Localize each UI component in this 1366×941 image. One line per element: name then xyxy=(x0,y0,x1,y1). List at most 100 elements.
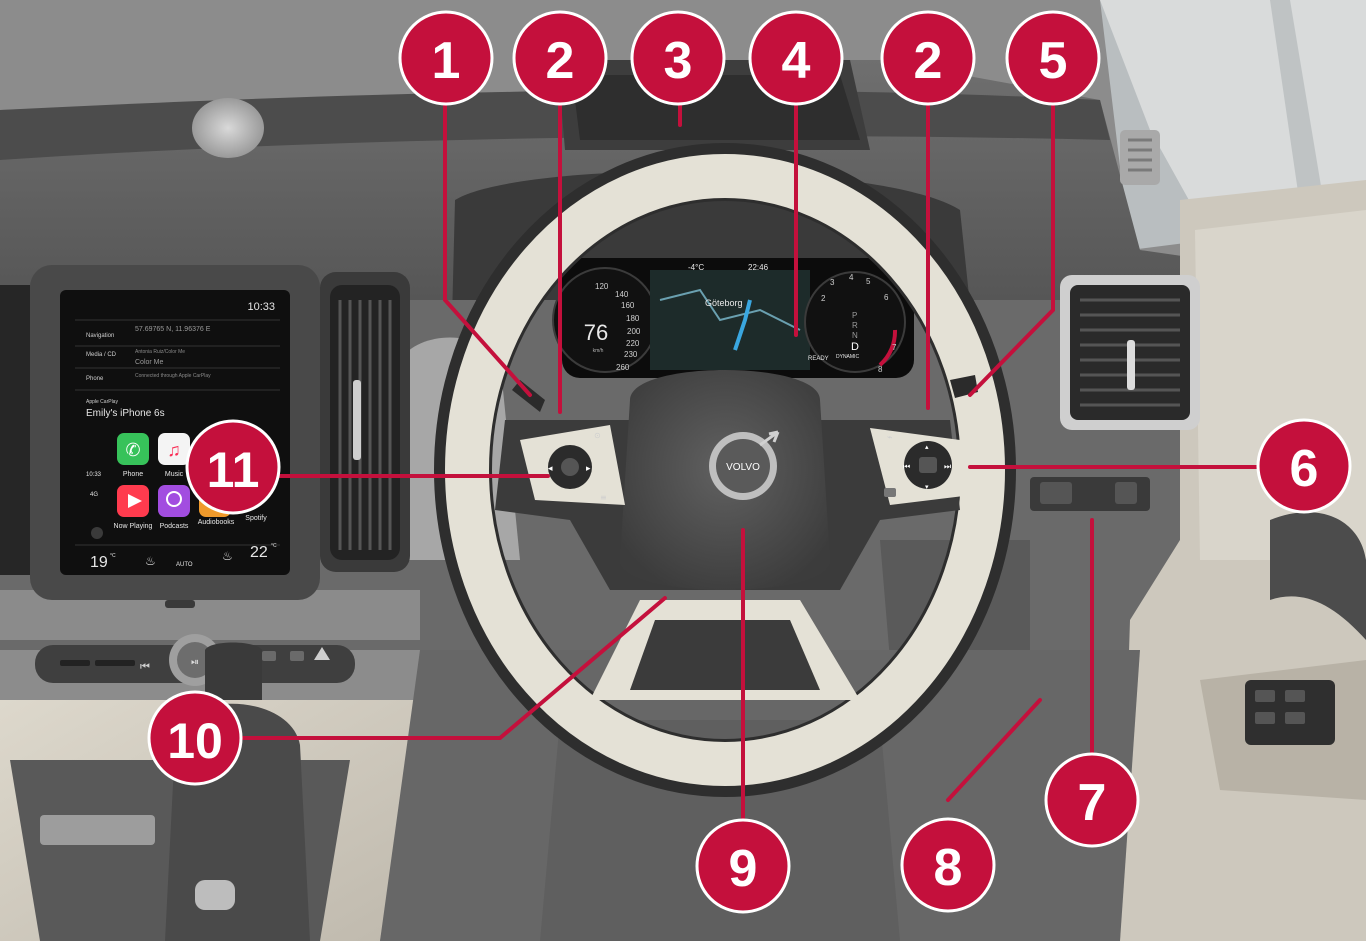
rpm-tick: 4 xyxy=(849,273,854,282)
left-arrow-icon[interactable]: ◂ xyxy=(548,464,553,474)
speed-tick: 260 xyxy=(616,363,630,372)
voice-control-icon[interactable]: ⌁ xyxy=(887,433,892,443)
eject-button[interactable] xyxy=(60,660,90,666)
rear-defrost-button[interactable] xyxy=(262,651,276,661)
speed-tick: 180 xyxy=(626,314,640,323)
leader-8 xyxy=(946,698,1042,802)
light-control-button[interactable] xyxy=(1115,482,1137,504)
app-label-spotify: Spotify xyxy=(245,515,267,522)
play-icon xyxy=(128,494,142,508)
app-label-phone: Phone xyxy=(123,471,143,478)
up-arrow-icon[interactable]: ▴ xyxy=(925,443,929,451)
carplay-label: Apple CarPlay xyxy=(86,399,118,405)
climate-mode[interactable]: AUTO xyxy=(176,562,193,568)
route-line xyxy=(733,299,752,351)
tile-media-label[interactable]: Media / CD xyxy=(86,352,117,358)
svg-text:4: 4 xyxy=(782,32,811,90)
callout-7: 7 xyxy=(1044,752,1140,848)
tile-navigation-label[interactable]: Navigation xyxy=(86,333,114,339)
outside-temperature: -4°C xyxy=(688,263,704,272)
seat-heat-right-icon[interactable]: ♨ xyxy=(222,549,233,563)
speed-readout: 76 xyxy=(584,320,608,345)
callout-3: 3 xyxy=(630,10,726,106)
tile-media-value2: Color Me xyxy=(135,359,164,366)
dash-trim xyxy=(0,590,420,640)
volvo-arrow-icon xyxy=(759,430,780,447)
temp-right[interactable]: 22 xyxy=(250,544,268,561)
left-air-vent xyxy=(320,272,410,572)
callout-9: 9 xyxy=(695,818,791,914)
play-pause-icon: ⏯ xyxy=(191,657,199,668)
app-label-music: Music xyxy=(165,471,184,478)
svg-text:9: 9 xyxy=(729,840,758,898)
window-frame xyxy=(1270,0,1330,240)
callout-8: 8 xyxy=(900,817,996,913)
window-switch[interactable] xyxy=(1255,690,1275,702)
callout-5: 5 xyxy=(1005,10,1101,106)
callout-4: 4 xyxy=(748,10,844,106)
speed-tick: 160 xyxy=(621,301,635,310)
status-network: 4G xyxy=(90,492,98,498)
callout-10: 10 xyxy=(147,690,243,786)
front-defrost-button[interactable] xyxy=(290,651,304,661)
right-steering-keypad: ⏮ ⏭ ▴ ▾ ⌁ xyxy=(870,428,972,505)
tile-navigation-value: 57.69765 N, 11.96376 E xyxy=(135,326,211,333)
cruise-control-icon[interactable] xyxy=(561,458,579,476)
temp-right-unit: °C xyxy=(271,543,277,549)
speed-tick: 220 xyxy=(626,339,640,348)
speed-unit: km/h xyxy=(593,348,604,354)
window-switch[interactable] xyxy=(1255,712,1275,724)
rpm-tick: 2 xyxy=(821,294,826,303)
tweeter-speaker xyxy=(192,98,264,158)
right-arrow-icon[interactable]: ▸ xyxy=(586,464,591,474)
speed-tick: 230 xyxy=(624,350,638,359)
music-app-icon[interactable] xyxy=(158,433,190,465)
seat-heat-left-icon[interactable]: ♨ xyxy=(145,554,156,568)
previous-track-icon[interactable]: ⏮ xyxy=(140,660,150,673)
steering-wheel-rim[interactable] xyxy=(445,154,1005,786)
far-left-air-vent xyxy=(0,285,30,575)
window-switch[interactable] xyxy=(1285,690,1305,702)
rpm-tick: 6 xyxy=(884,293,889,302)
leader-1 xyxy=(443,98,532,397)
svg-text:3: 3 xyxy=(664,32,693,90)
callout-1: 1 xyxy=(398,10,494,106)
leader-10 xyxy=(238,596,667,740)
redline-arc xyxy=(878,329,898,367)
app-menu-icon[interactable] xyxy=(884,488,896,497)
door-handle[interactable] xyxy=(1270,512,1366,640)
down-arrow-icon[interactable]: ▾ xyxy=(925,483,929,491)
phone-app-icon[interactable] xyxy=(117,433,149,465)
svg-text:8: 8 xyxy=(934,839,963,897)
speed-tick: 120 xyxy=(595,282,609,291)
callout-leader-lines xyxy=(238,98,1292,852)
leader-5 xyxy=(968,98,1055,397)
drive-mode-dial[interactable] xyxy=(195,880,235,910)
tachometer xyxy=(804,271,906,373)
tile-phone-label[interactable]: Phone xyxy=(86,376,104,382)
window-switch[interactable] xyxy=(1285,712,1305,724)
speed-tick: 200 xyxy=(627,327,641,336)
window-switch-panel xyxy=(1245,680,1335,745)
rpm-tick: 3 xyxy=(830,278,835,287)
next-icon[interactable]: ⏭ xyxy=(944,462,951,471)
gear-selector[interactable] xyxy=(205,642,262,701)
volvo-badge-text: VOLVO xyxy=(726,462,760,473)
tile-media-value: Antonia Ruiz/Color Me xyxy=(135,349,185,355)
app-label-audiobooks: Audiobooks xyxy=(198,519,235,526)
steering-wheel: VOLVO ◂ ▸ ⊙ ≡ ⏮ ⏭ ▴ ▾ ⌁ xyxy=(434,143,1016,797)
temp-left[interactable]: 19 xyxy=(90,554,108,571)
hazard-warning-icon[interactable] xyxy=(314,647,330,660)
speed-limiter-icon[interactable]: ⊙ xyxy=(594,431,601,440)
gear-letter: N xyxy=(852,331,858,340)
boot-lid-button[interactable] xyxy=(1040,482,1072,504)
home-button-icon[interactable] xyxy=(91,527,103,539)
previous-icon[interactable]: ⏮ xyxy=(903,462,910,471)
distance-icon[interactable]: ≡ xyxy=(600,493,607,502)
podcasts-app-icon[interactable] xyxy=(158,485,190,517)
display-home-key[interactable] xyxy=(165,600,195,608)
confirm-button-icon[interactable] xyxy=(919,457,937,473)
instrument-cluster: 76 km/h 120 140 160 180 200 220 230 260 … xyxy=(552,258,914,378)
volume-knob-center[interactable] xyxy=(177,642,213,678)
